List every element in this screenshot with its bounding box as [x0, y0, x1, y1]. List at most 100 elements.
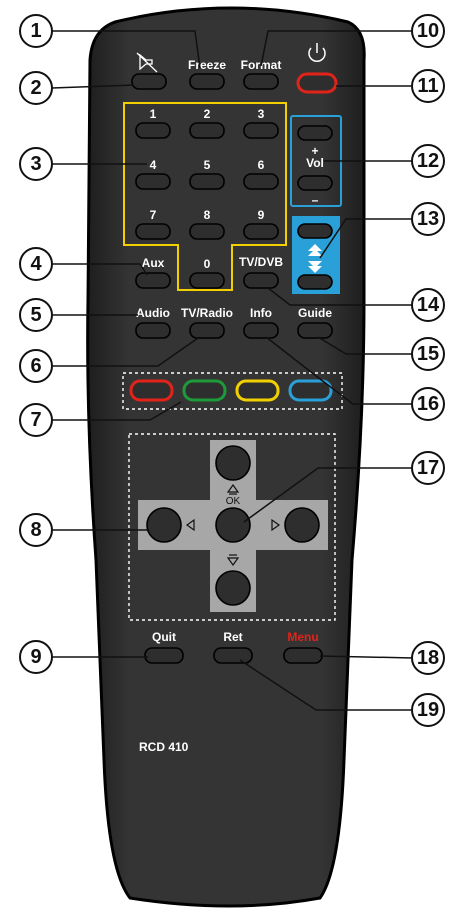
key-5[interactable] [189, 173, 225, 190]
key-4[interactable] [135, 173, 171, 190]
ret-label: Ret [223, 630, 242, 644]
callout-9-text: 9 [30, 646, 41, 668]
vol-plus-label: + [311, 144, 318, 158]
tvdvb-button[interactable] [243, 272, 279, 289]
key-7-label: 7 [150, 208, 157, 222]
callout-16-text: 16 [417, 393, 439, 415]
power-button[interactable] [296, 72, 338, 94]
callout-7: 7 [19, 403, 53, 437]
format-button[interactable] [243, 73, 279, 90]
red-key[interactable] [129, 379, 174, 402]
callout-12: 12 [411, 144, 445, 178]
callout-5-text: 5 [30, 304, 41, 326]
callout-1-text: 1 [30, 20, 41, 42]
key-5-label: 5 [204, 158, 211, 172]
callout-11: 11 [411, 69, 445, 103]
ret-button[interactable] [213, 647, 253, 664]
callout-14-text: 14 [417, 294, 440, 316]
callout-11-text: 11 [417, 75, 438, 97]
numpad-outline [123, 102, 287, 291]
tvradio-label: TV/Radio [181, 306, 233, 320]
dpad-left-button[interactable] [146, 507, 182, 543]
dpad-outline [128, 433, 336, 621]
key-8[interactable] [189, 223, 225, 240]
aux-button[interactable] [135, 272, 171, 289]
callout-19-text: 19 [417, 699, 439, 721]
dpad-right-button[interactable] [284, 507, 320, 543]
vol-down-button[interactable] [297, 175, 333, 191]
callout-7-text: 7 [30, 409, 41, 431]
callout-leaders [51, 30, 414, 711]
tvradio-button[interactable] [189, 322, 225, 339]
callouts: 1 2 3 4 5 6 7 8 9 10 11 12 13 14 15 16 1… [19, 14, 445, 727]
key-2-label: 2 [204, 107, 211, 121]
yellow-key[interactable] [235, 379, 280, 402]
arrow-down-icon [226, 557, 240, 567]
quit-label: Quit [152, 630, 176, 644]
callout-19: 19 [411, 693, 445, 727]
callout-18: 18 [411, 641, 445, 675]
key-3-label: 3 [258, 107, 265, 121]
arrow-up-icon [226, 483, 240, 493]
callout-6-text: 6 [30, 355, 41, 377]
mute-button[interactable] [131, 73, 167, 90]
blue-key[interactable] [288, 379, 333, 402]
channel-up-button[interactable] [297, 223, 333, 239]
menu-button[interactable] [283, 647, 323, 664]
callout-6: 6 [19, 349, 53, 383]
guide-label: Guide [298, 306, 332, 320]
key-7[interactable] [135, 223, 171, 240]
callout-5: 5 [19, 298, 53, 332]
callout-16: 16 [411, 387, 445, 421]
key-9[interactable] [243, 223, 279, 240]
callout-10: 10 [411, 14, 445, 48]
color-keys-outline [122, 372, 343, 410]
key-9-label: 9 [258, 208, 265, 222]
key-4-label: 4 [150, 158, 157, 172]
callout-17-text: 17 [417, 457, 439, 479]
callout-14: 14 [411, 288, 445, 322]
channel-arrows-icon [308, 244, 322, 273]
quit-button[interactable] [144, 647, 184, 664]
callout-3-text: 3 [30, 153, 41, 175]
key-2[interactable] [189, 122, 225, 139]
callout-13: 13 [411, 202, 445, 236]
key-0[interactable] [189, 272, 225, 289]
info-button[interactable] [243, 322, 279, 339]
key-3[interactable] [243, 122, 279, 139]
callout-15: 15 [411, 337, 445, 371]
callout-4: 4 [19, 247, 53, 281]
vol-up-button[interactable] [297, 125, 333, 141]
key-6[interactable] [243, 173, 279, 190]
callout-2: 2 [19, 71, 53, 105]
callout-1: 1 [19, 14, 53, 48]
dpad-ok-button[interactable] [215, 507, 251, 543]
dpad-down-button[interactable] [215, 570, 251, 606]
callout-4-text: 4 [30, 253, 42, 275]
menu-label: Menu [287, 630, 318, 644]
numpad: 1 2 3 4 5 6 7 8 9 0 [135, 107, 279, 289]
channel-down-button[interactable] [297, 274, 333, 290]
callout-13-text: 13 [417, 208, 439, 230]
callout-3: 3 [19, 147, 53, 181]
power-icon [308, 43, 326, 63]
key-1[interactable] [135, 122, 171, 139]
callout-17: 17 [411, 451, 445, 485]
key-6-label: 6 [258, 158, 265, 172]
dpad-up-button[interactable] [215, 445, 251, 481]
callout-9: 9 [19, 640, 53, 674]
mute-icon [136, 52, 158, 73]
ok-label: OK [226, 496, 241, 507]
tvdvb-label: TV/DVB [239, 255, 283, 269]
key-0-label: 0 [204, 257, 211, 271]
callout-10-text: 10 [417, 20, 439, 42]
key-1-label: 1 [150, 107, 157, 121]
freeze-button[interactable] [189, 73, 225, 90]
green-key[interactable] [182, 379, 227, 402]
callout-8-text: 8 [30, 519, 41, 541]
audio-button[interactable] [135, 322, 171, 339]
callout-12-text: 12 [417, 150, 439, 172]
guide-button[interactable] [297, 322, 333, 339]
freeze-label: Freeze [188, 58, 226, 72]
